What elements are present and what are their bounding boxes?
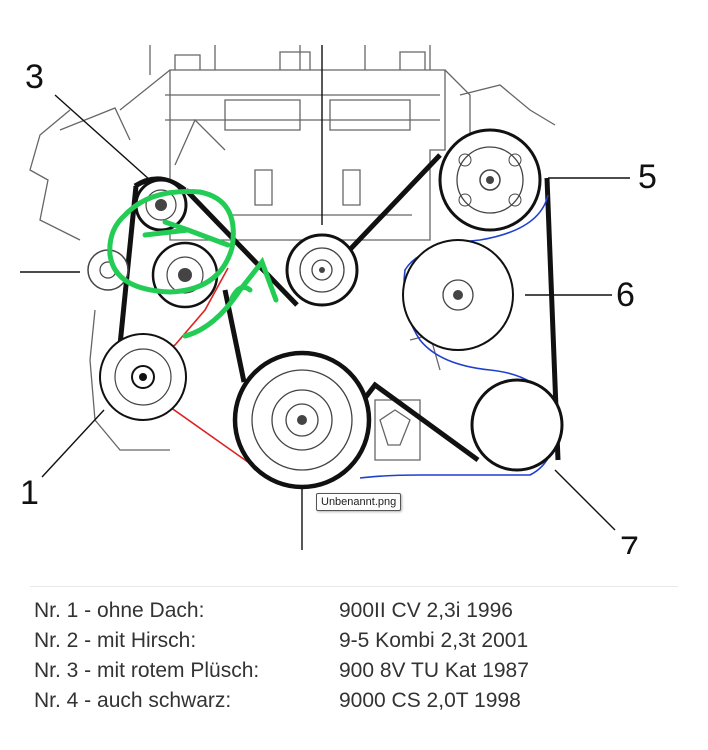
divider <box>30 586 678 587</box>
legend-label: Nr. 2 - mit Hirsch: <box>34 629 197 652</box>
belt-route-blue <box>359 194 558 479</box>
legend-label: Nr. 3 - mit rotem Plüsch: <box>34 659 260 682</box>
callout-3: 3 <box>25 58 44 96</box>
pulley-5 <box>438 128 542 232</box>
pulley-tensioner-left <box>151 241 219 309</box>
pulley-crankshaft <box>232 350 372 490</box>
legend-label: Nr. 1 - ohne Dach: <box>34 599 205 622</box>
leader-lines <box>20 45 630 550</box>
legend-value: 900 8V TU Kat 1987 <box>339 659 529 682</box>
legend-table: Nr. 1 - ohne Dach: 900II CV 2,3i 1996 Nr… <box>34 596 529 716</box>
legend-row: Nr. 3 - mit rotem Plüsch: 900 8V TU Kat … <box>34 656 529 686</box>
pulley-6 <box>402 239 514 351</box>
legend-row: Nr. 4 - auch schwarz: 9000 CS 2,0T 1998 <box>34 686 529 716</box>
legend-row: Nr. 1 - ohne Dach: 900II CV 2,3i 1996 <box>34 596 529 626</box>
pulley-2-idler <box>285 233 359 307</box>
filename-tooltip: Unbenannt.png <box>316 493 402 511</box>
legend-value: 9000 CS 2,0T 1998 <box>339 689 521 712</box>
green-annotation <box>107 189 279 339</box>
legend-row: Nr. 2 - mit Hirsch: 9-5 Kombi 2,3t 2001 <box>34 626 529 656</box>
legend-label: Nr. 4 - auch schwarz: <box>34 689 232 712</box>
callout-6: 6 <box>616 276 635 314</box>
callout-5: 5 <box>638 158 657 196</box>
pulley-3-upper <box>134 178 188 232</box>
legend-value: 900II CV 2,3i 1996 <box>339 599 513 622</box>
callout-7: 7 <box>620 532 639 554</box>
legend-value: 9-5 Kombi 2,3t 2001 <box>339 629 529 652</box>
engine-belt-diagram <box>20 45 630 550</box>
pulley-7 <box>470 378 564 472</box>
pulley-1 <box>99 333 187 421</box>
callout-1: 1 <box>20 474 39 512</box>
